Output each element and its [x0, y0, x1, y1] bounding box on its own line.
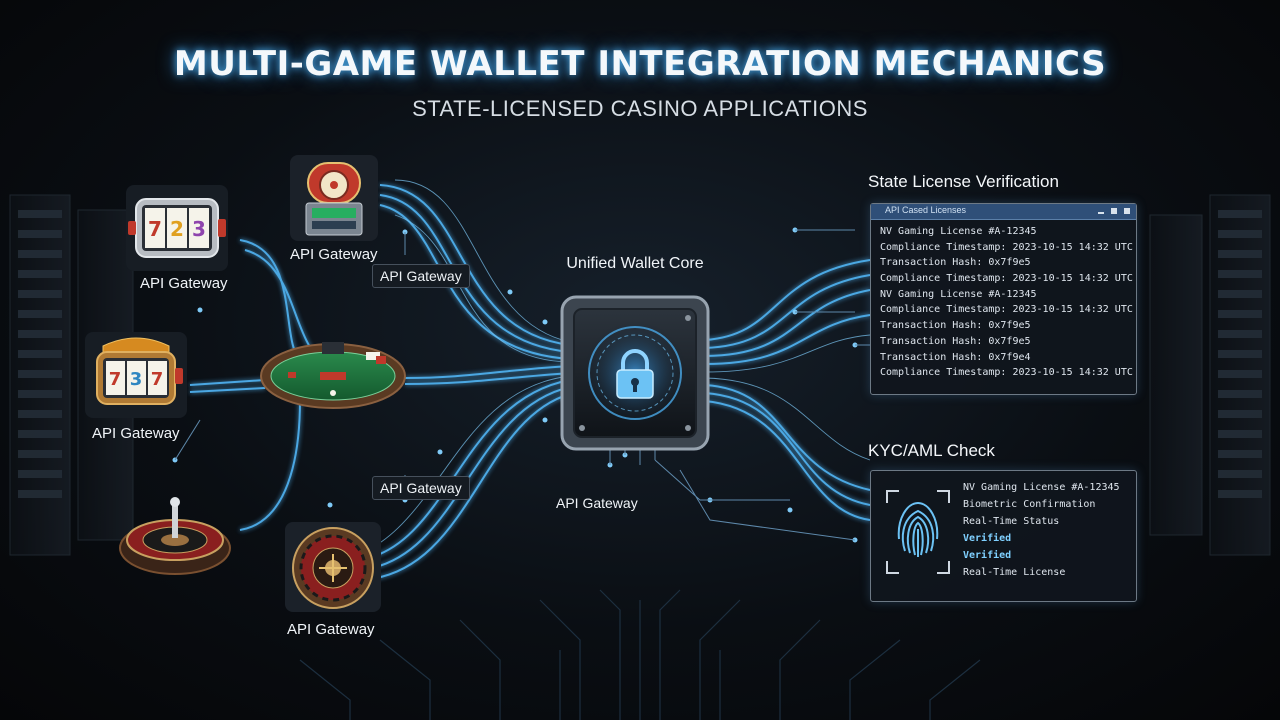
slot-machine-icon-2: 7 3 7: [85, 332, 187, 418]
kyc-lines: NV Gaming License #A-12345 Biometric Con…: [963, 479, 1120, 581]
server-rack-right: [1149, 194, 1271, 556]
poker-table-icon: [260, 342, 406, 409]
roulette-wheel-icon: [119, 497, 231, 575]
license-line: Compliance Timestamp: 2023-10-15 14:32 U…: [880, 304, 1133, 316]
license-line: Compliance Timestamp: 2023-10-15 14:32 U…: [880, 241, 1133, 253]
data-flow-lines: [189, 184, 871, 581]
reel-1: 7: [148, 217, 162, 241]
slot-cabinet-icon: [290, 155, 378, 241]
api-gateway-chip-lower: API Gateway: [372, 476, 470, 500]
license-panel-lines: NV Gaming License #A-12345 Compliance Ti…: [880, 224, 1133, 381]
reel-1: 7: [109, 369, 122, 390]
kyc-panel: NV Gaming License #A-12345 Biometric Con…: [870, 470, 1137, 602]
license-line: NV Gaming License #A-12345: [880, 288, 1037, 300]
gateway-label-roulette: API Gateway: [287, 621, 375, 638]
license-line: Transaction Hash: 0x7f9e5: [880, 257, 1031, 269]
diagram-subtitle: STATE-LICENSED CASINO APPLICATIONS: [412, 96, 868, 121]
kyc-line: Real-Time License: [963, 567, 1066, 578]
license-panel: API Cased Licenses NV Gaming License #A-…: [870, 203, 1137, 395]
slot-machine-icon: 7 2 3: [126, 185, 228, 271]
close-icon[interactable]: [1124, 208, 1130, 214]
core-gateway-label: API Gateway: [556, 495, 638, 511]
kyc-status-verified: Verified: [963, 533, 1012, 544]
connector-wires: [174, 229, 870, 541]
gateway-label-slot-mid: API Gateway: [92, 425, 180, 442]
kyc-line: Biometric Confirmation: [963, 499, 1096, 510]
gateway-label-cabinet: API Gateway: [290, 246, 378, 263]
license-line: Transaction Hash: 0x7f9e5: [880, 320, 1031, 332]
fingerprint-icon: [886, 490, 950, 574]
reel-3: 3: [192, 217, 206, 241]
api-gateway-chip-upper: API Gateway: [372, 264, 470, 288]
kyc-line: Real-Time Status: [963, 516, 1060, 527]
kyc-status-verified: Verified: [963, 550, 1012, 561]
license-line: Transaction Hash: 0x7f9e4: [880, 351, 1031, 363]
license-line: Compliance Timestamp: 2023-10-15 14:32 U…: [880, 273, 1133, 285]
reel-2: 2: [170, 217, 184, 241]
server-rack-left: [9, 194, 134, 556]
wallet-core-label: Unified Wallet Core: [566, 255, 704, 272]
diagram-title: MULTI-GAME WALLET INTEGRATION MECHANICS: [173, 44, 1107, 84]
reel-2: 3: [130, 369, 143, 390]
license-line: Transaction Hash: 0x7f9e5: [880, 335, 1031, 347]
roulette-wheel-icon-2: [285, 522, 381, 612]
minimize-icon[interactable]: [1098, 212, 1104, 214]
kyc-line: NV Gaming License #A-12345: [963, 482, 1120, 493]
license-panel-window-title: API Cased Licenses: [885, 205, 967, 215]
kyc-section-title: KYC/AML Check: [868, 441, 995, 460]
gateway-label-slot-top: API Gateway: [140, 275, 228, 292]
license-panel-header: API Cased Licenses: [871, 204, 1136, 220]
maximize-icon[interactable]: [1111, 208, 1117, 214]
floor-circuit-traces: [299, 589, 981, 720]
license-section-title: State License Verification: [868, 172, 1059, 191]
license-line: NV Gaming License #A-12345: [880, 226, 1037, 237]
padlock-icon: [616, 349, 654, 399]
license-line: Compliance Timestamp: 2023-10-15 14:32 U…: [880, 367, 1133, 379]
reel-3: 7: [151, 369, 164, 390]
